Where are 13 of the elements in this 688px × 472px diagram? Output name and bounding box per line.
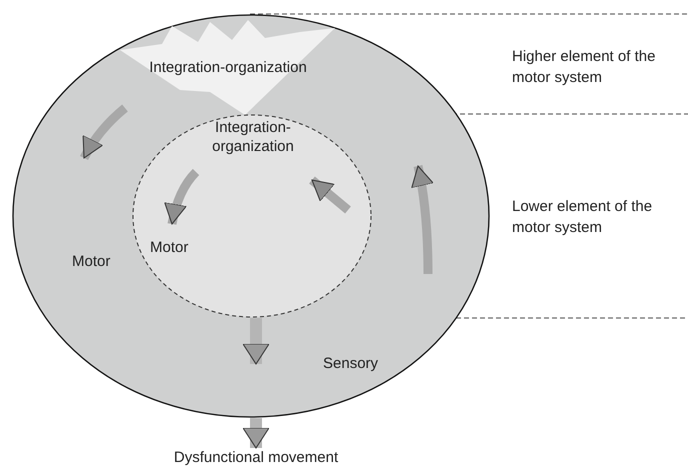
level-label: Higher element of the motor system: [512, 47, 656, 88]
star-shape: [120, 20, 336, 116]
block-arrow: [242, 418, 270, 448]
level-label: Lower element of the motor system: [512, 197, 654, 238]
outer-ellipse: [12, 14, 490, 418]
region-label: Motor: [150, 238, 190, 257]
region-label: Sensory: [323, 354, 380, 373]
block-arrow: [242, 318, 270, 364]
outcome-text: Dysfunctional movement: [172, 448, 340, 467]
region-label: Motor: [72, 252, 112, 271]
inner-ellipse: [132, 114, 372, 318]
region-title: Integration-organization: [211, 118, 295, 156]
region-title: Integration-organization: [148, 58, 308, 77]
